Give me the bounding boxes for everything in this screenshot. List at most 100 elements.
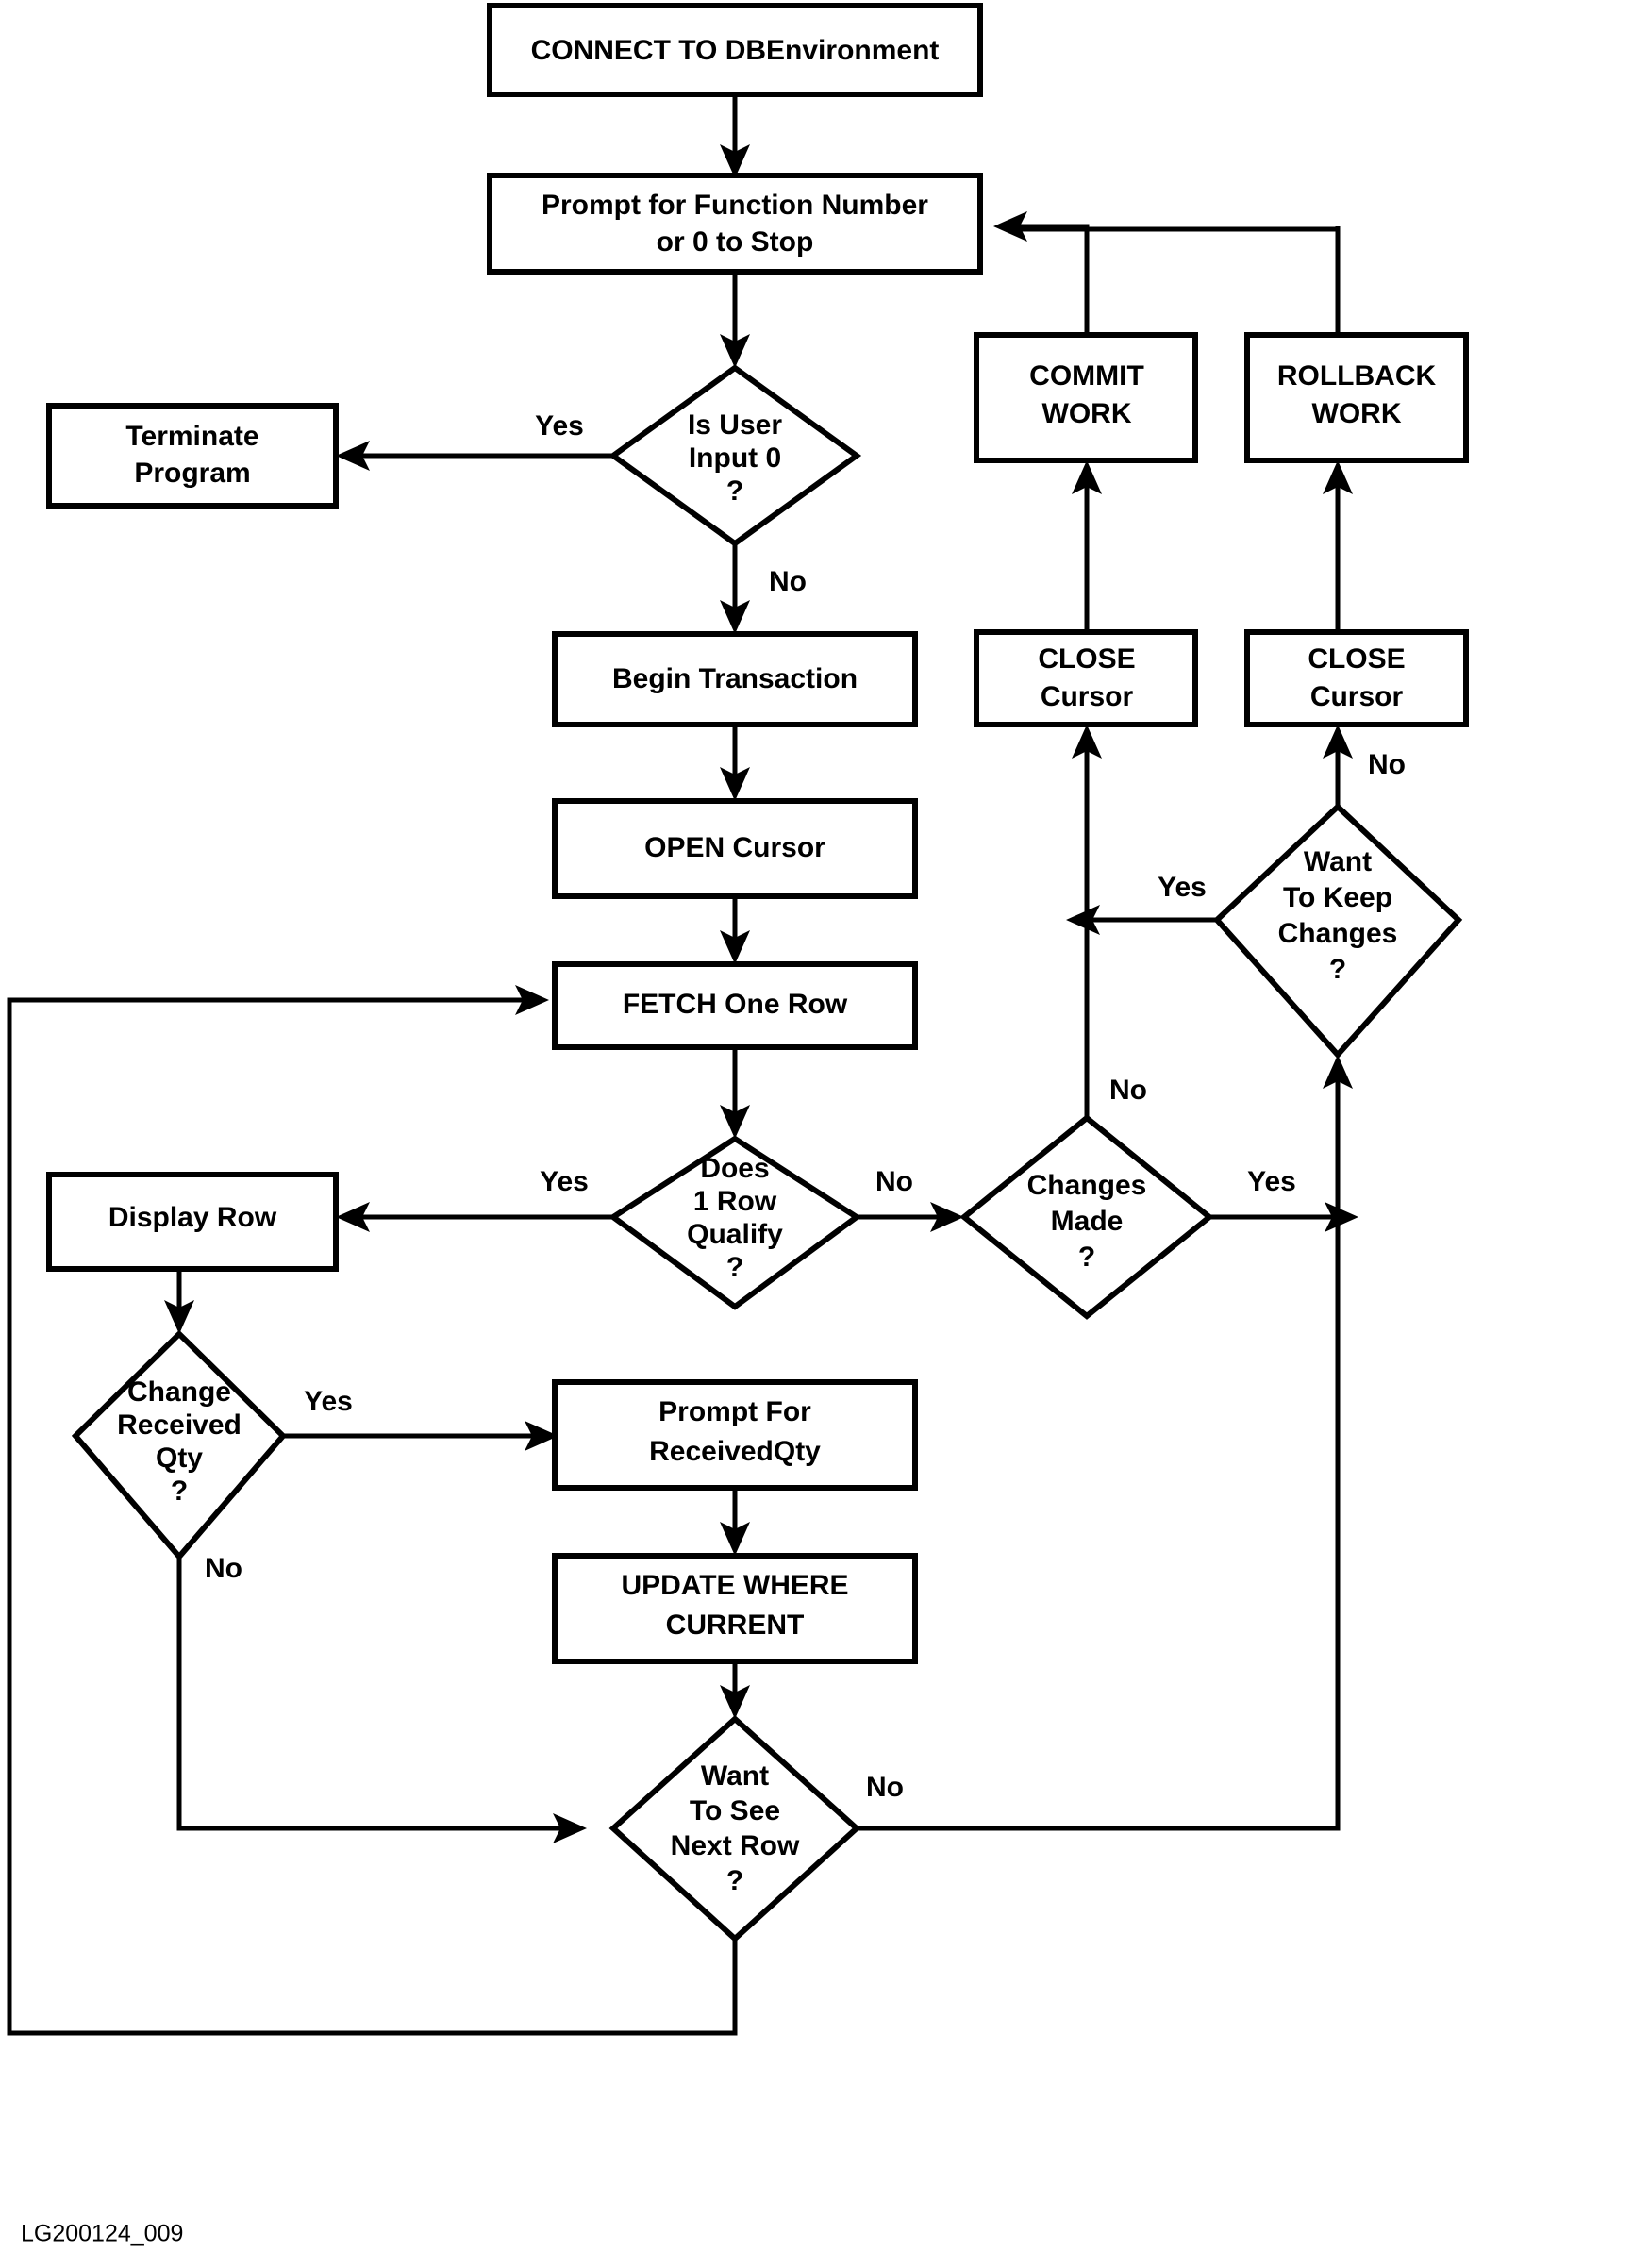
node-begin-transaction[interactable]: Begin Transaction [552,631,918,727]
node-want-next-row-line-1: To See [690,1795,780,1826]
node-prompt-function[interactable]: Prompt for Function Number or 0 to Stop [487,173,983,275]
node-rollback-work-line-1: WORK [1312,398,1402,429]
node-display-row-line-0: Display Row [108,1202,277,1233]
edge-displayrow-to-changeqty [164,1269,194,1334]
node-change-received-qty[interactable]: Change Received Qty ? [71,1329,288,1561]
node-open-cursor-line-0: OPEN Cursor [644,832,825,863]
node-rollback-work[interactable]: ROLLBACK WORK [1244,332,1469,463]
edge-label-changeqty-yes: Yes [304,1386,353,1417]
edge-isuserinput-yes-to-terminate [336,441,617,471]
edge-prompt-to-isuserinput [720,272,750,368]
node-prompt-function-line-1: or 0 to Stop [657,226,814,258]
node-display-row[interactable]: Display Row [46,1172,339,1272]
node-open-cursor[interactable]: OPEN Cursor [552,798,918,899]
node-close-cursor-left-line-0: CLOSE [1038,643,1135,675]
edge-label-qualify-no: No [875,1166,913,1197]
node-change-received-qty-line-3: ? [171,1476,188,1507]
node-prompt-received-qty-line-1: ReceivedQty [649,1436,821,1467]
edge-connect-to-prompt [720,94,750,178]
node-changes-made-line-1: Made [1051,1206,1124,1237]
node-close-cursor-right-line-1: Cursor [1310,681,1404,712]
node-want-keep-changes-line-2: Changes [1278,918,1398,949]
node-does-row-qualify-line-1: 1 Row [693,1186,777,1217]
node-is-user-input-zero-line-0: Is User [688,409,782,441]
node-want-next-row[interactable]: Want To See Next Row ? [608,1714,861,1943]
edge-commitwork-to-prompt [993,211,1090,335]
figure-caption: LG200124_009 [21,2221,183,2247]
edge-label-input0-no: No [769,566,807,597]
node-does-row-qualify-line-3: ? [726,1252,743,1283]
edge-rowqualify-no-to-changesmade [857,1202,964,1232]
edge-keepchanges-yes-to-closeleft [1066,905,1217,935]
node-want-keep-changes-line-1: To Keep [1283,882,1392,913]
edge-keepchanges-no-to-closeright [1323,725,1353,807]
node-change-received-qty-line-2: Qty [156,1443,203,1474]
node-changes-made-line-2: ? [1078,1242,1095,1273]
edges-layer [7,94,1358,2036]
node-terminate-program-line-1: Program [134,458,250,489]
node-commit-work[interactable]: COMMIT WORK [974,332,1198,463]
node-close-cursor-right[interactable]: CLOSE Cursor [1244,629,1469,727]
node-want-next-row-line-2: Next Row [671,1830,800,1861]
node-does-row-qualify[interactable]: Does 1 Row Qualify ? [608,1135,862,1310]
edge-nextrow-back-to-fetchrow [7,985,738,2036]
node-change-received-qty-line-1: Received [117,1409,242,1441]
node-close-cursor-left[interactable]: CLOSE Cursor [974,629,1198,727]
node-is-user-input-zero[interactable]: Is User Input 0 ? [608,364,862,547]
edge-isuserinput-no-to-begintxn [720,543,750,634]
node-does-row-qualify-line-2: Qualify [687,1219,783,1250]
node-close-cursor-left-line-1: Cursor [1041,681,1134,712]
edge-rollbackwork-to-prompt [1014,226,1341,335]
node-commit-work-line-0: COMMIT [1029,360,1144,392]
edge-changesmade-yes-to-keepchanges [1209,1202,1358,1232]
node-connect-line-0: CONNECT TO DBEnvironment [531,35,940,66]
node-prompt-received-qty-line-0: Prompt For [658,1396,811,1427]
node-rollback-work-line-0: ROLLBACK [1277,360,1437,392]
edge-labels-layer: Yes No Yes No Yes No No No Yes Yes No [205,410,1406,1803]
node-terminate-program[interactable]: Terminate Program [46,403,339,509]
node-change-received-qty-line-0: Change [127,1376,231,1408]
edge-label-keep-yes: Yes [1158,872,1207,903]
edge-nextrow-no-to-keepchanges [857,1055,1353,1831]
node-commit-work-line-1: WORK [1042,398,1132,429]
node-want-keep-changes-line-0: Want [1304,846,1372,877]
node-is-user-input-zero-line-1: Input 0 [689,442,781,474]
node-terminate-program-line-0: Terminate [125,421,258,452]
node-want-keep-changes[interactable]: Want To Keep Changes ? [1212,802,1463,1059]
edge-label-changes-yes: Yes [1247,1166,1296,1197]
edge-changesmade-no-to-closeleft [1072,725,1102,1118]
edge-label-changeqty-no: No [205,1553,242,1584]
edge-label-input0-yes: Yes [535,410,584,442]
node-is-user-input-zero-line-2: ? [726,475,743,507]
node-close-cursor-right-line-0: CLOSE [1308,643,1405,675]
node-connect[interactable]: CONNECT TO DBEnvironment [487,3,983,97]
edge-label-keep-no: No [1368,749,1406,780]
edge-begintxn-to-opencursor [720,725,750,801]
edge-label-nextrow-no: No [866,1772,904,1803]
node-prompt-received-qty[interactable]: Prompt For ReceivedQty [552,1379,918,1491]
node-prompt-function-line-0: Prompt for Function Number [542,190,928,221]
node-want-next-row-line-0: Want [701,1760,769,1792]
node-begin-transaction-line-0: Begin Transaction [612,663,858,694]
node-update-where-current[interactable]: UPDATE WHERE CURRENT [552,1553,918,1664]
edge-promptqty-to-updatewhere [720,1488,750,1556]
edge-changeqty-yes-to-promptqty [283,1421,558,1451]
node-update-where-current-line-0: UPDATE WHERE [621,1570,848,1601]
edge-changeqty-no-to-nextrow [176,1557,587,1843]
edge-opencursor-to-fetchrow [720,896,750,964]
edge-label-changes-no: No [1109,1075,1147,1106]
node-does-row-qualify-line-0: Does [700,1153,769,1184]
edge-closeright-to-rollbackwork [1323,460,1353,632]
node-want-next-row-line-3: ? [726,1865,743,1896]
node-changes-made-line-0: Changes [1027,1170,1147,1201]
node-want-keep-changes-line-3: ? [1329,954,1346,985]
edge-label-qualify-yes: Yes [540,1166,589,1197]
node-update-where-current-line-1: CURRENT [666,1609,805,1641]
edge-fetchrow-to-rowqualify [720,1047,750,1139]
edge-rowqualify-yes-to-displayrow [336,1202,613,1232]
node-fetch-one-row-line-0: FETCH One Row [623,989,848,1020]
node-fetch-one-row[interactable]: FETCH One Row [552,961,918,1050]
node-changes-made[interactable]: Changes Made ? [959,1114,1214,1320]
